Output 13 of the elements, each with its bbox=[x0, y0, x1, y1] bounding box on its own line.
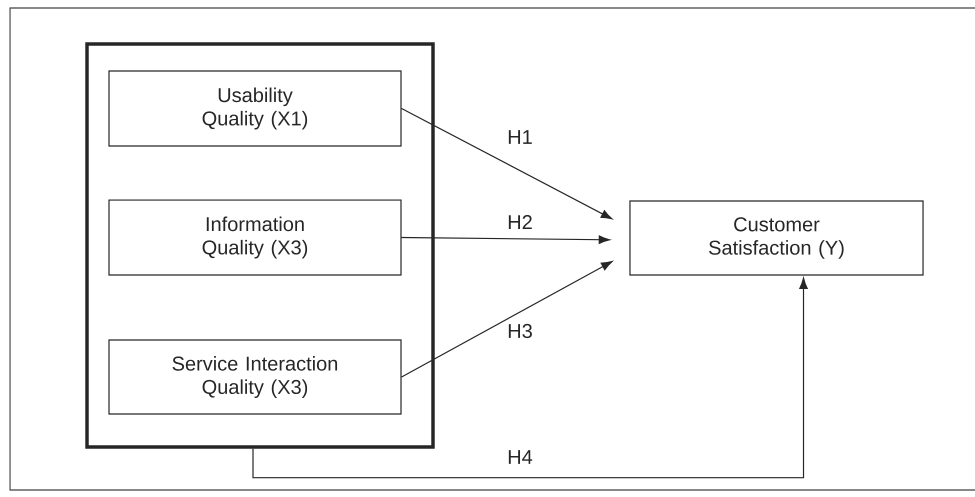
variable-box: Usability Quality (X1) bbox=[108, 70, 402, 147]
edge-label: H2 bbox=[506, 214, 534, 230]
arrow bbox=[401, 108, 612, 220]
arrow bbox=[402, 235, 610, 244]
edge-label: H1 bbox=[506, 128, 534, 146]
variable-box: Service Interaction Quality (X3) bbox=[108, 339, 402, 415]
edge-label: H4 bbox=[506, 448, 534, 466]
arrow bbox=[252, 278, 808, 478]
group-frame bbox=[85, 42, 435, 449]
variable-box: Information Quality (X3) bbox=[108, 199, 402, 276]
edge-label: H3 bbox=[506, 322, 534, 340]
variable-box: Customer Satisfaction (Y) bbox=[629, 200, 924, 276]
arrow bbox=[401, 261, 612, 378]
